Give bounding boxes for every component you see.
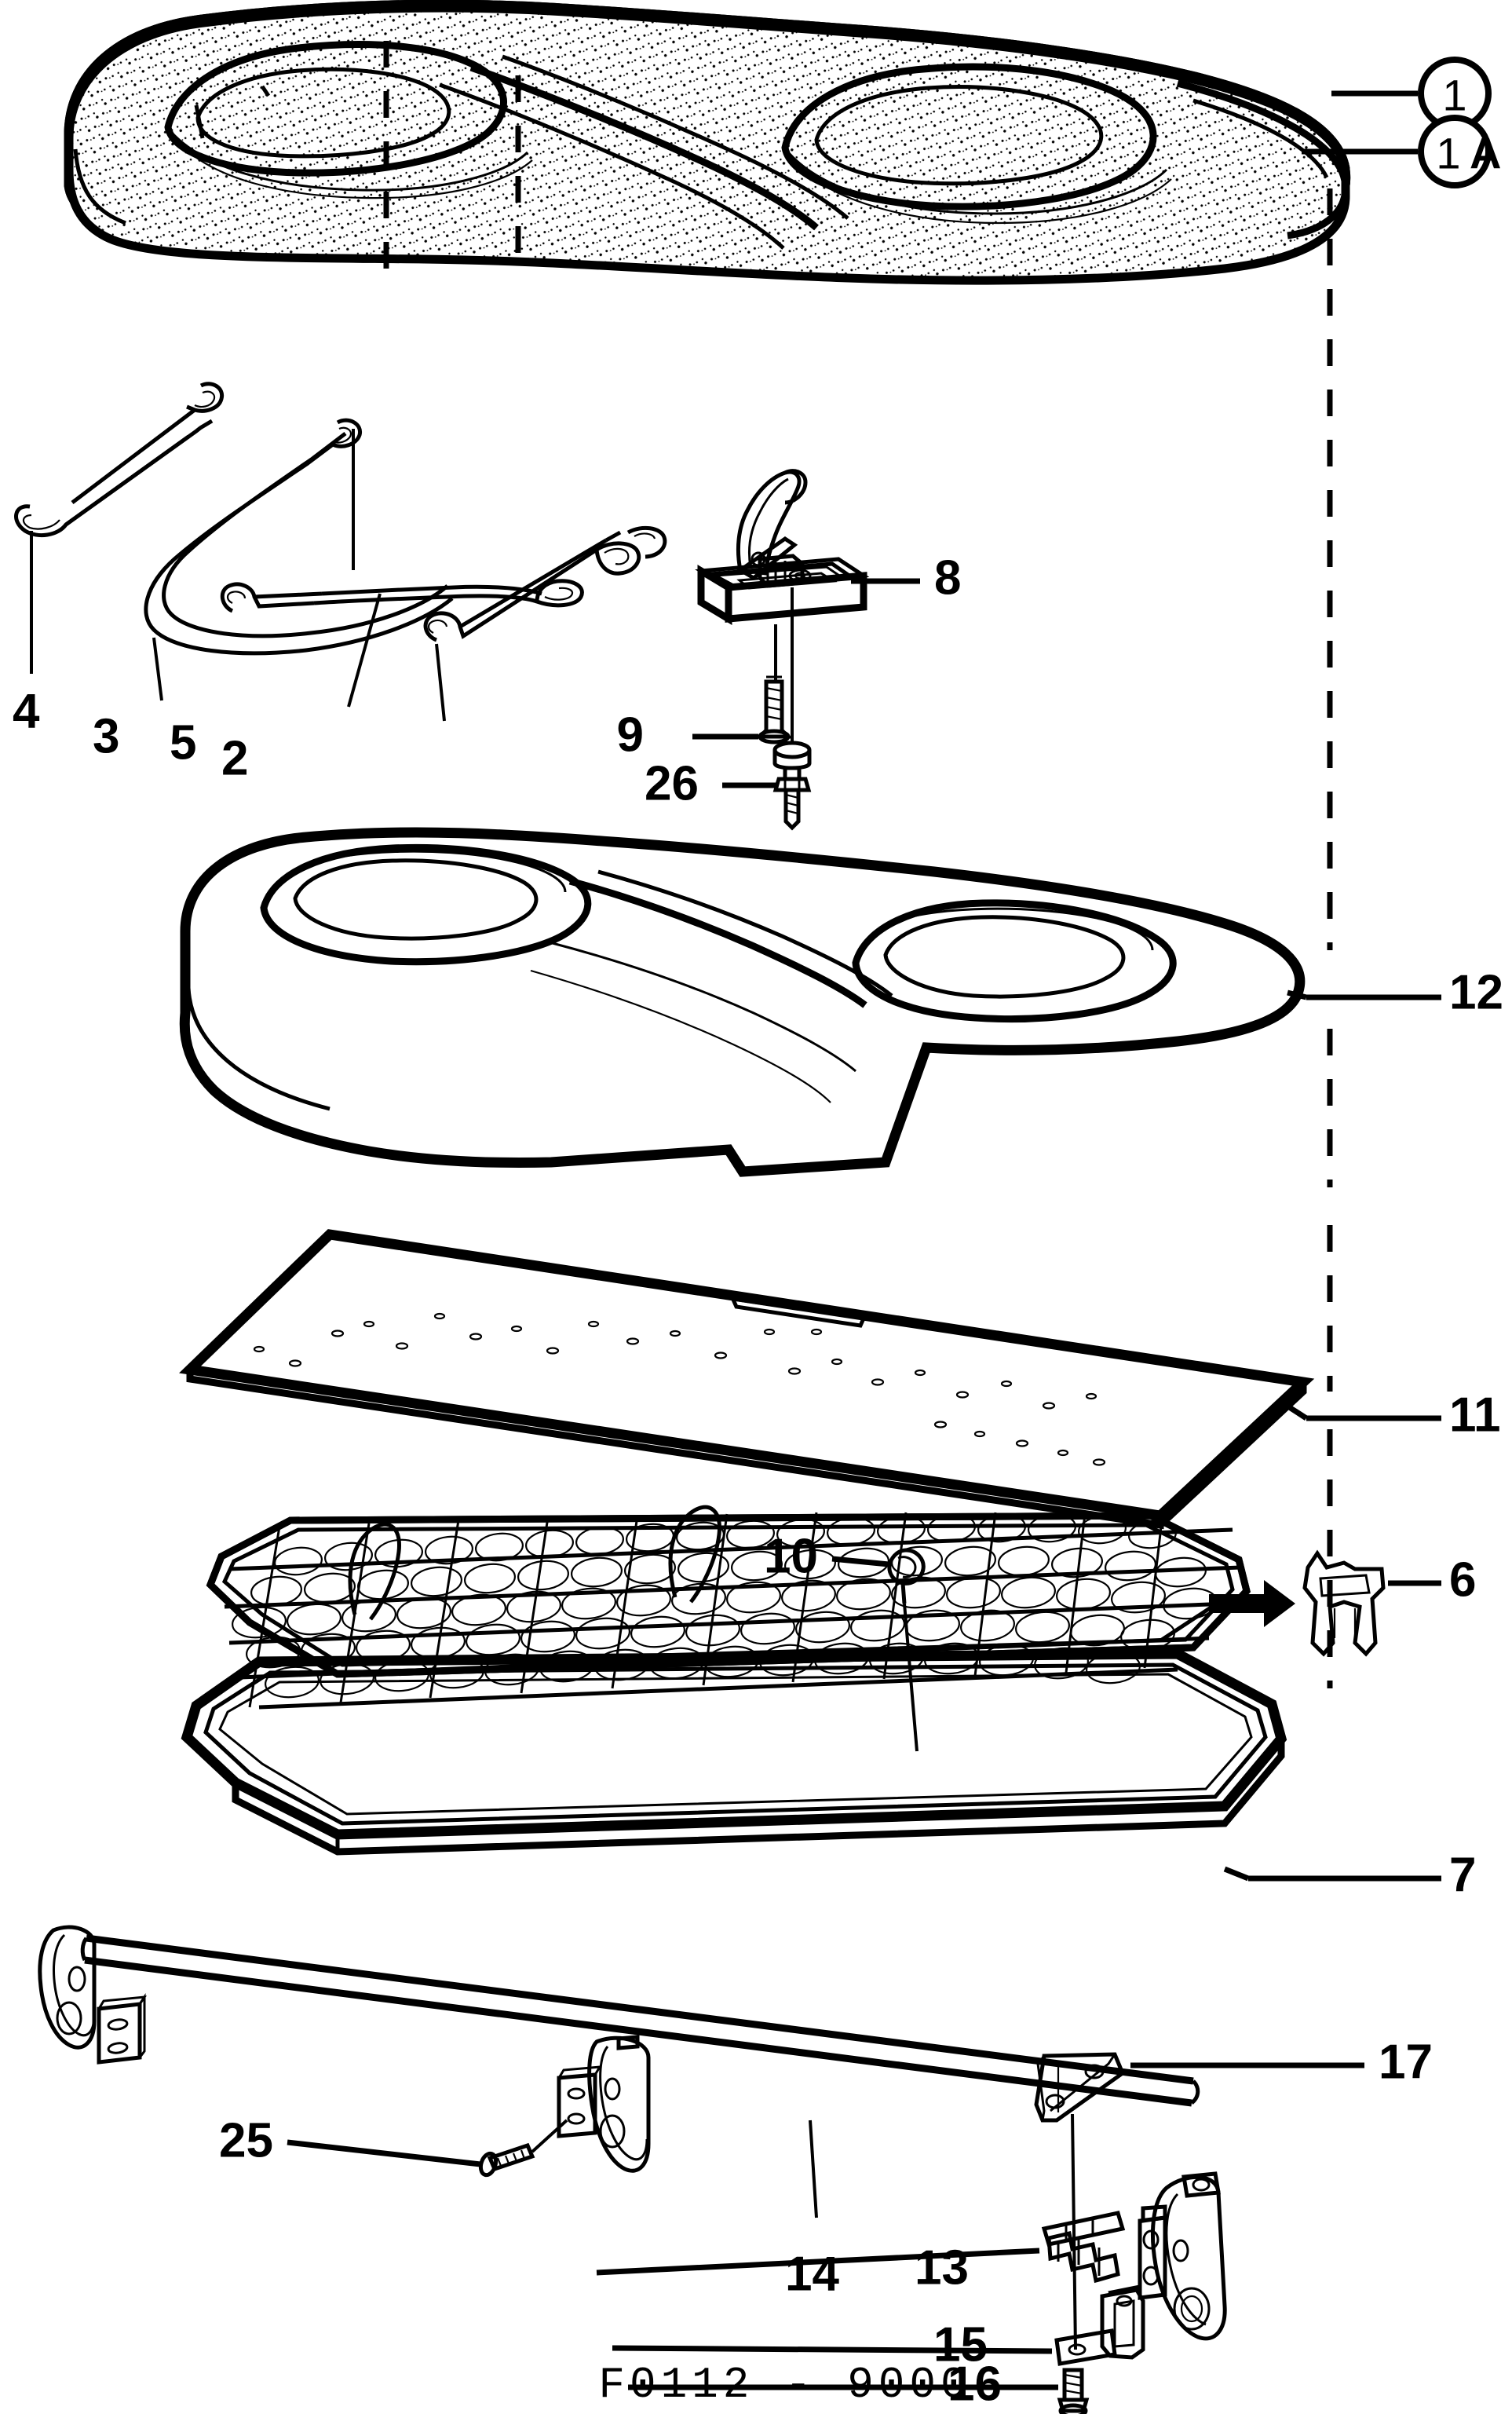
callout-16[interactable]: 16: [948, 2357, 1002, 2411]
part-hog-ring-clip: [887, 1548, 926, 1604]
callout-7[interactable]: 7: [1449, 1848, 1476, 1902]
callout-11-label: 11: [1449, 1388, 1501, 1442]
callout-16-label: 16: [948, 2357, 1002, 2411]
callout-15-label: 15: [933, 2317, 988, 2372]
callout-13[interactable]: 13: [915, 2240, 969, 2295]
part-screw-9: [754, 675, 794, 744]
callout-1[interactable]: 1: [1331, 57, 1492, 130]
callout-25-label: 25: [219, 2113, 273, 2167]
leader-25: [287, 2139, 481, 2167]
callout-8-label: 8: [934, 550, 961, 605]
callout-1a-ring: [1418, 115, 1492, 188]
callout-14[interactable]: 14: [785, 2247, 839, 2301]
callout-11[interactable]: 11: [1449, 1388, 1501, 1442]
callout-26-label: 26: [645, 756, 699, 810]
part-cushion-foam-pad: [179, 827, 1306, 1177]
callout-12[interactable]: 12: [1449, 965, 1503, 1019]
callout-10-label: 10: [764, 1529, 818, 1583]
callout-6[interactable]: 6: [1449, 1553, 1476, 1607]
part-cable-clamp: [1041, 2211, 1126, 2284]
part-support-frame: [38, 1925, 1227, 2341]
callout-6-label: 6: [1449, 1553, 1476, 1607]
callout-2-label: 2: [221, 731, 248, 785]
callout-17[interactable]: 17: [1379, 2035, 1433, 2089]
leader-10: [831, 1556, 889, 1567]
callout-10[interactable]: 10: [764, 1529, 818, 1583]
callout-3[interactable]: 3: [93, 709, 119, 763]
part-bolt-16: [1057, 2368, 1090, 2414]
leader-15: [612, 2345, 1053, 2354]
callout-1a-suffix: A: [1470, 129, 1501, 178]
callout-15[interactable]: 15: [933, 2317, 988, 2372]
callout-1a-label: 1: [1436, 129, 1460, 178]
leader-11-tip: [1278, 1399, 1308, 1421]
part-seat-cushion-cover: [64, 0, 1351, 285]
callout-3-label: 3: [93, 709, 119, 763]
leader-12-tip: [1287, 989, 1307, 1000]
callout-5-label: 5: [170, 715, 196, 770]
part-retaining-wires: [14, 382, 667, 656]
callout-4[interactable]: 4: [13, 684, 40, 738]
part-spring-retainer-clip: [1302, 1549, 1386, 1657]
drawing-number: F0112 - 9000: [598, 2360, 971, 2410]
callout-25[interactable]: 25: [219, 2113, 273, 2167]
callout-7-label: 7: [1449, 1848, 1476, 1902]
callout-5[interactable]: 5: [170, 715, 196, 770]
leader-14: [809, 2120, 818, 2218]
part-mounting-bracket-strap: [1034, 2052, 1126, 2123]
callout-layer: 1 1 A 4 3 5 2: [13, 57, 1503, 2411]
callout-1a[interactable]: 1 A: [1302, 115, 1501, 188]
leader-7-tip: [1223, 1866, 1250, 1882]
part-hinge-bracket: [1054, 2284, 1145, 2366]
callout-13-label: 13: [915, 2240, 969, 2295]
callout-12-label: 12: [1449, 965, 1503, 1019]
callout-26[interactable]: 26: [645, 756, 777, 810]
leader-2: [435, 643, 446, 722]
callout-17-label: 17: [1379, 2035, 1433, 2089]
leader-25-tip: [531, 2119, 568, 2153]
part-bolt-26: [772, 741, 812, 831]
callout-8[interactable]: 8: [851, 550, 961, 605]
leader-10-stem: [903, 1603, 919, 1752]
callout-14-label: 14: [785, 2247, 839, 2301]
spring-grid-wires: [224, 1527, 1241, 1710]
callout-9[interactable]: 9: [617, 708, 758, 762]
callout-4-label: 4: [13, 684, 40, 738]
leader-5: [347, 593, 382, 708]
part-screw-25: [478, 2142, 535, 2178]
leader-17-stem: [1071, 2113, 1077, 2350]
callout-9-label: 9: [617, 708, 644, 762]
callout-2[interactable]: 2: [221, 731, 248, 785]
leader-13: [596, 2248, 1040, 2276]
part-insulation-pad: [179, 1229, 1315, 1530]
leader-3: [152, 637, 163, 701]
part-latch-release-lever: [695, 469, 870, 625]
part-spring-frame-assembly: [181, 1505, 1295, 1856]
callout-1-label: 1: [1442, 71, 1466, 120]
